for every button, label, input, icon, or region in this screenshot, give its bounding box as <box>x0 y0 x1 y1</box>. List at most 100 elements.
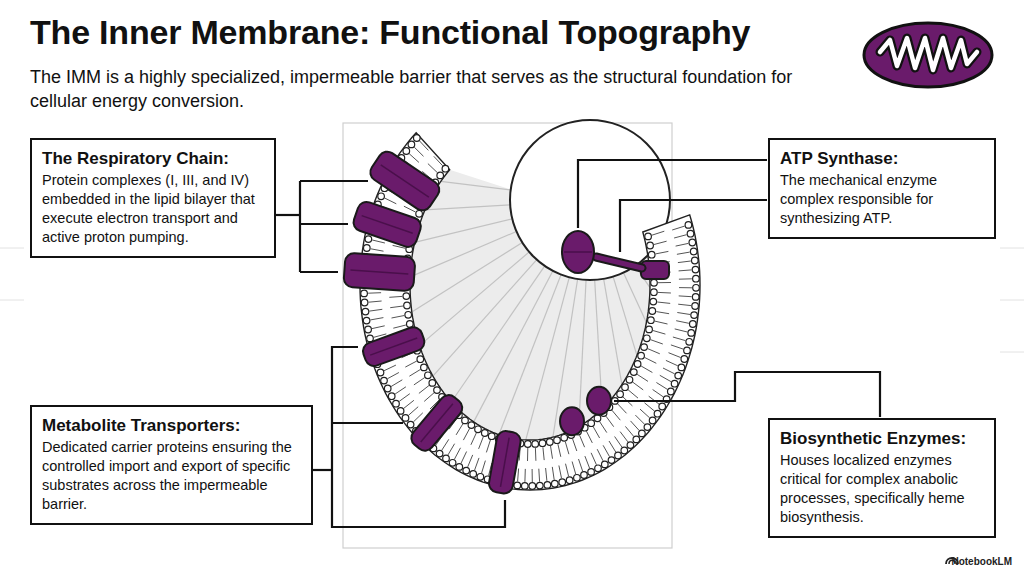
respiratory-chain-box: The Respiratory Chain:Protein complexes … <box>30 138 276 258</box>
lipid-head <box>668 388 675 395</box>
lipid-head <box>377 369 384 376</box>
lipid-head <box>363 317 370 324</box>
lipid-head <box>402 415 409 422</box>
lipid-tail <box>620 432 628 442</box>
lipid-tail <box>648 349 660 354</box>
lipid-head <box>608 457 615 464</box>
lipid-tail <box>657 302 670 303</box>
lipid-head <box>615 452 622 459</box>
lipid-tail <box>656 312 669 314</box>
respiratory-complex <box>351 199 423 249</box>
lipid-head <box>690 248 697 255</box>
lipid-tail <box>456 424 463 435</box>
lipid-tail <box>368 292 381 294</box>
lipid-tail <box>475 458 479 470</box>
lipid-head <box>388 393 395 400</box>
lipid-tail <box>674 235 687 238</box>
lipid-tail <box>653 331 666 335</box>
lipid-head <box>647 242 654 249</box>
lipid-tail <box>535 448 537 461</box>
lipid-tail <box>671 345 683 349</box>
leader-line <box>300 271 338 273</box>
lipid-tail <box>603 445 609 456</box>
lipid-head <box>692 257 699 264</box>
lipid-head <box>650 298 657 305</box>
lipid-head <box>681 356 688 363</box>
lipid-tail <box>675 329 688 332</box>
logo-cristae <box>880 38 977 70</box>
lipid-head <box>522 483 529 490</box>
lipid-head <box>539 440 546 447</box>
lipid-head <box>384 385 391 392</box>
lipid-tail <box>676 321 689 324</box>
atp-synthase <box>562 231 669 279</box>
lipid-head <box>687 230 694 237</box>
lipid-head <box>622 384 629 391</box>
lipid-head <box>588 420 595 427</box>
lipid-tail <box>666 360 678 365</box>
lipid-head <box>638 352 645 359</box>
leader-line <box>332 422 403 424</box>
lipid-head <box>547 439 554 446</box>
box-heading: ATP Synthase: <box>780 148 984 169</box>
leader-line <box>300 180 368 182</box>
lipid-tail <box>618 404 627 414</box>
lipid-head <box>693 285 700 292</box>
biosynthetic-enzyme <box>587 387 611 415</box>
lipid-head <box>693 275 700 282</box>
lipid-tail <box>635 415 644 424</box>
lipid-head <box>416 211 423 218</box>
box-body: Houses localized enzymes critical for co… <box>780 451 984 526</box>
lipid-tail <box>395 387 406 394</box>
box-body: Protein complexes (I, III, and IV) embed… <box>42 171 264 246</box>
grid-line <box>1000 352 1024 353</box>
lipid-tail <box>677 313 690 315</box>
lipid-tail <box>654 241 667 244</box>
lipid-tail <box>658 282 671 283</box>
lipid-tail <box>669 353 681 358</box>
lipid-head <box>685 222 692 229</box>
transporter-protein <box>488 430 522 495</box>
lipid-head <box>525 441 532 448</box>
lipid-tail <box>679 278 692 279</box>
lipid-tail <box>656 383 667 390</box>
lipid-tail <box>678 304 691 305</box>
lipid-head <box>648 317 655 324</box>
lipid-head <box>470 471 477 478</box>
lipid-tail <box>631 421 640 431</box>
lipid-head <box>475 426 482 433</box>
lipid-tail <box>384 365 396 371</box>
leader-line <box>614 372 880 417</box>
box-heading: The Respiratory Chain: <box>42 148 264 169</box>
lipid-tail <box>471 433 476 445</box>
lipid-head <box>462 417 469 424</box>
lipid-tail <box>409 369 420 376</box>
lipid-head <box>692 294 699 301</box>
lipid-head <box>671 380 678 387</box>
logo-outline <box>864 23 992 87</box>
lipid-head <box>436 450 443 457</box>
lipid-head <box>529 483 536 490</box>
lipid-head <box>514 482 521 489</box>
lipid-tail <box>645 403 655 411</box>
lipid-tail <box>587 431 593 443</box>
lipid-head <box>566 477 573 484</box>
lipid-head <box>477 474 484 481</box>
lipid-tail <box>637 374 648 381</box>
lipid-head <box>690 321 697 328</box>
lipid-tail <box>658 292 671 294</box>
respiratory-complex-body <box>367 148 443 214</box>
lipid-head <box>588 469 595 476</box>
lipid-tail <box>405 361 417 367</box>
lipid-tail <box>414 378 425 385</box>
lipid-head <box>407 421 414 428</box>
lipid-tail <box>679 295 692 297</box>
lipid-head <box>678 364 685 371</box>
lipid-head <box>639 430 646 437</box>
lipid-tail <box>612 410 620 420</box>
lipid-tail <box>591 453 596 465</box>
lipid-tail <box>572 462 576 475</box>
lipid-head <box>404 302 411 309</box>
respiratory-complex <box>367 148 443 214</box>
respiratory-complex-groove <box>362 216 413 234</box>
